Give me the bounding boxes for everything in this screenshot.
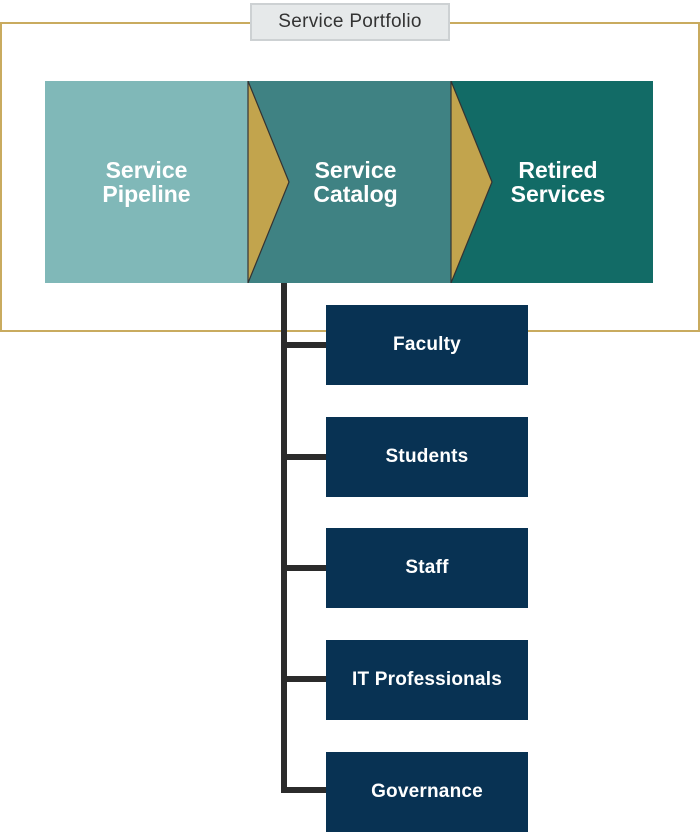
audience-label: Governance [371,781,483,802]
stage-label: Service Catalog [313,157,398,207]
service-portfolio-title: Service Portfolio [278,11,422,32]
flow-arrow-icon [247,81,290,283]
connector-branch [281,565,327,571]
stage-label: Retired Services [510,157,606,207]
audience-students: Students [326,417,528,497]
connector-branch [281,454,327,460]
audience-it-professionals: IT Professionals [326,640,528,720]
audience-label: Faculty [393,334,461,355]
audience-staff: Staff [326,528,528,608]
audience-label: Students [385,446,469,467]
stage-retired-services: Retired Services [451,81,653,283]
flow-arrow-icon [450,81,493,283]
connector-trunk [281,283,287,793]
audience-governance: Governance [326,752,528,832]
audience-faculty: Faculty [326,305,528,385]
audience-label: Staff [405,557,449,578]
stage-label: Service Pipeline [102,157,191,207]
connector-branch [281,342,327,348]
connector-branch [281,787,327,793]
audience-label: IT Professionals [352,669,502,690]
connector-branch [281,676,327,682]
stage-service-pipeline: Service Pipeline [45,81,248,283]
service-portfolio-label: Service Portfolio [250,3,450,41]
